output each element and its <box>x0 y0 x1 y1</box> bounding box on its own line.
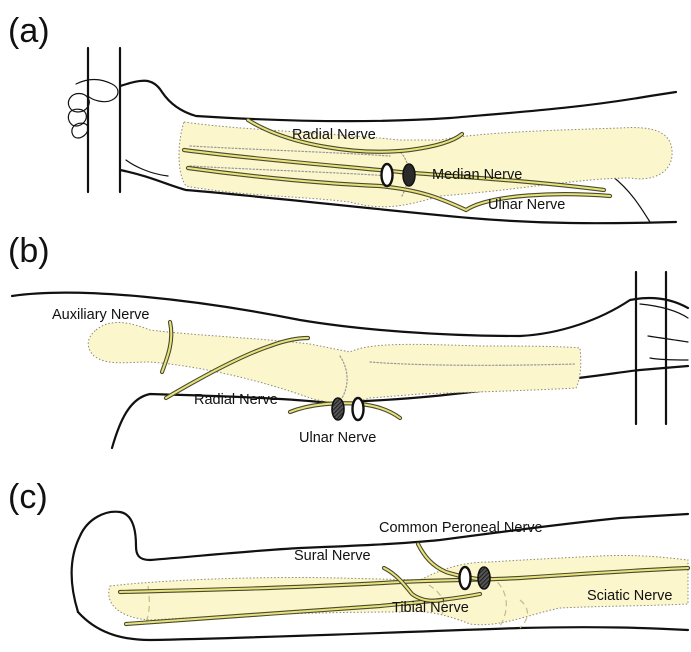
ulnar-nerve-b <box>290 403 400 418</box>
electrode-open-b <box>353 398 364 420</box>
panel-c: (c) <box>8 478 688 640</box>
ulnar-nerve-label-b: Ulnar Nerve <box>299 430 376 446</box>
panel-b-label: (b) <box>8 232 50 270</box>
radial-nerve-label-a: Radial Nerve <box>292 127 376 143</box>
panel-b: (b) <box>8 232 688 448</box>
grip-bar-a <box>88 48 120 192</box>
electrode-open-c <box>460 567 471 589</box>
panel-a-label: (a) <box>8 12 50 50</box>
electrode-open-a <box>382 164 393 186</box>
panel-c-label: (c) <box>8 478 48 516</box>
auxiliary-nerve-label-b: Auxiliary Nerve <box>52 307 150 323</box>
electrode-hatched-b <box>332 398 344 420</box>
electrode-solid-a <box>403 164 415 186</box>
grip-bar-b <box>636 272 666 424</box>
ulnar-nerve-label-a: Ulnar Nerve <box>488 197 565 213</box>
sciatic-nerve-label-c: Sciatic Nerve <box>587 588 672 604</box>
radial-nerve-label-b: Radial Nerve <box>194 392 278 408</box>
panel-a: (a) <box>8 12 676 223</box>
sural-nerve-label-c: Sural Nerve <box>294 548 371 564</box>
arm-bones-b <box>88 322 581 402</box>
electrode-hatched-c <box>478 567 490 589</box>
tibial-nerve-label-c: Tibial Nerve <box>392 600 469 616</box>
median-nerve-label-a: Median Nerve <box>432 167 522 183</box>
common-peroneal-nerve-label-c: Common Peroneal Nerve <box>379 520 543 536</box>
